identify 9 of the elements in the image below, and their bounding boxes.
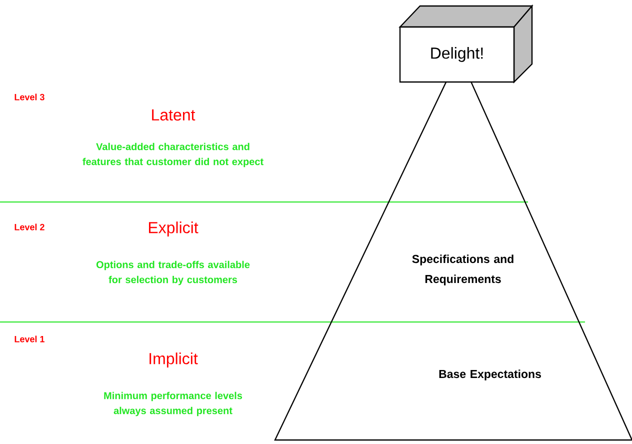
level-description: Value-added characteristics and features that customer did not expect: [82, 142, 264, 168]
level-description: Minimum performance levels always assumed present: [104, 392, 242, 416]
level-title: Explicit: [148, 222, 198, 236]
level-label: Level 2: [14, 224, 44, 230]
level-label: Level 3: [14, 94, 44, 100]
level-title: Implicit: [150, 352, 198, 368]
level-label: Level 1: [14, 336, 44, 342]
level-description: Options and trade-offs available for selection by customers: [96, 260, 250, 286]
level-title: Latent: [152, 109, 196, 121]
